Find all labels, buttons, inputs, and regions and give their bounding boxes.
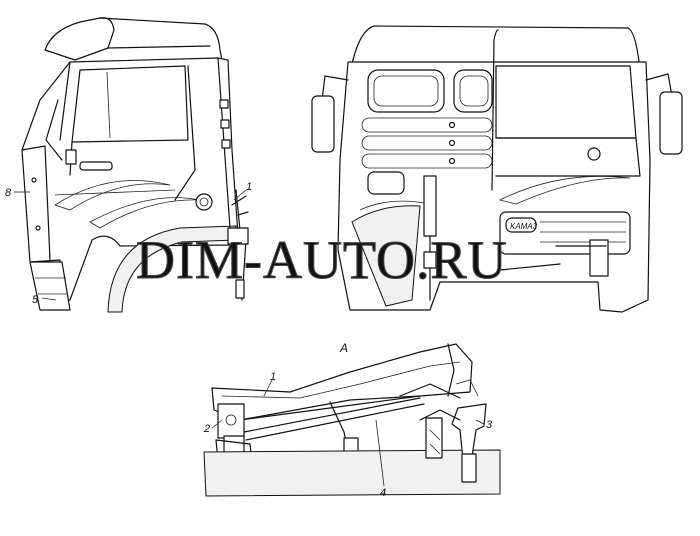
mirror-right — [645, 73, 683, 155]
door-handle — [79, 161, 113, 171]
left-fender — [351, 205, 421, 307]
watermark: DIM-AUTO.RU — [136, 230, 508, 290]
mirror-mount — [65, 149, 77, 165]
callout-side-5: 5 — [32, 294, 39, 306]
rear-lamp — [367, 171, 405, 195]
side-stripe-1 — [54, 180, 171, 211]
callout-detail-3: 3 — [486, 419, 493, 431]
callout-detail-4: 4 — [380, 487, 386, 499]
rear-ribs — [361, 117, 493, 169]
mirror-bracket — [45, 99, 63, 161]
grille-badge: KAMA3 — [510, 222, 538, 231]
frame-rail — [211, 343, 473, 421]
side-window — [71, 65, 189, 143]
roof-spoiler — [44, 17, 115, 61]
tilt-lock-mechanism — [195, 189, 249, 301]
rear-recess-left — [367, 69, 445, 113]
split-line — [491, 29, 499, 191]
rear-lift-strut — [423, 175, 437, 301]
view-label-a: A — [339, 341, 348, 355]
callout-side-1: 1 — [246, 181, 252, 193]
hinge-bracket — [215, 403, 253, 463]
torsion-rod — [243, 397, 421, 433]
front-grille: KAMA3 — [499, 211, 631, 255]
callout-side-8: 8 — [5, 187, 12, 199]
detail-view-a: A 1 — [203, 341, 501, 499]
front-stripe — [498, 175, 631, 205]
rear-pillar-latches — [219, 99, 231, 149]
step-panel — [29, 261, 71, 311]
windshield — [495, 65, 637, 139]
floor-plate — [203, 449, 501, 497]
cab-front-rear-view: KAMA3 — [311, 25, 683, 313]
mirror-left — [311, 75, 349, 153]
front-jack — [589, 239, 609, 277]
callout-detail-1: 1 — [270, 371, 276, 383]
callout-detail-2: 2 — [203, 423, 210, 435]
hood-emblem — [587, 147, 601, 161]
cab-side-view: 1 8 5 — [5, 17, 252, 313]
